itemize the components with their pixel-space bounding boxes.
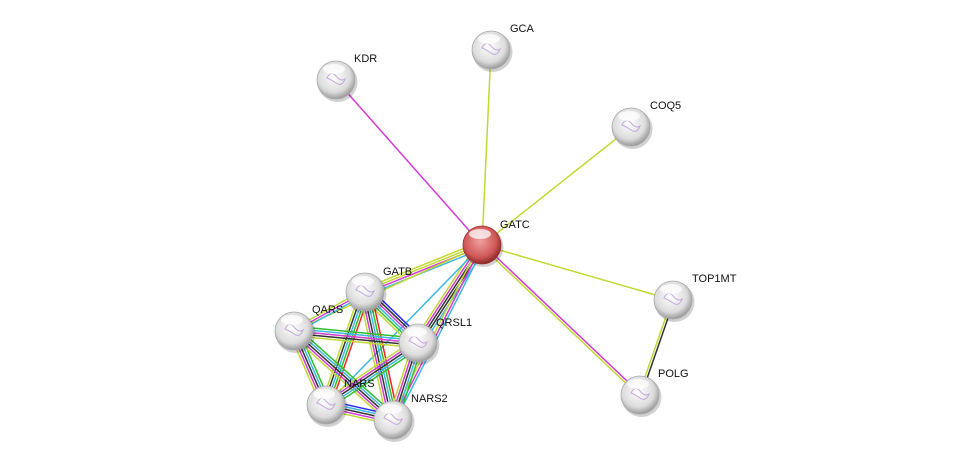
node-gatc[interactable]: GATC (462, 219, 530, 267)
node-highlight (469, 229, 491, 239)
edge-line-experiments (335, 79, 483, 246)
node-label: NARS2 (411, 393, 448, 405)
edge-line-neighborhood (294, 325, 419, 339)
node-highlight (660, 284, 682, 294)
node-nars2[interactable]: NARS2 (373, 393, 448, 442)
node-gca[interactable]: GCA (471, 23, 535, 72)
node-label: QARS (312, 304, 343, 316)
node-highlight (323, 64, 345, 74)
edge-line-experiments (360, 292, 391, 421)
edge-line-coexpression (323, 290, 364, 405)
edge-line-experiments (415, 243, 481, 343)
edge-line-experiments (293, 330, 419, 344)
edge-gatc-gca[interactable] (481, 49, 492, 246)
edge-gatc-coq5[interactable] (481, 126, 632, 246)
edge-gatc-kdr[interactable] (335, 79, 483, 246)
node-label: POLG (658, 368, 689, 380)
edge-gatc-top1mt[interactable] (481, 244, 674, 301)
node-label: GATC (500, 219, 530, 231)
edge-line-textmining (480, 245, 640, 397)
edge-line-experiments (291, 332, 392, 423)
edge-line-textmining (481, 244, 674, 301)
node-highlight (281, 315, 303, 325)
edge-line-coexpression (293, 332, 418, 347)
edge-line-database (325, 291, 366, 406)
node-gatb[interactable]: GATB (345, 266, 412, 314)
edge-line-neighborhood (327, 292, 368, 407)
edge-line-textmining (481, 126, 632, 246)
node-highlight (627, 379, 649, 389)
node-qars[interactable]: QARS (274, 304, 343, 353)
node-label: KDR (354, 53, 377, 65)
node-nars[interactable]: NARS (306, 378, 375, 427)
edge-line-textmining (364, 243, 482, 292)
edge-line-database (365, 291, 395, 420)
edge-gatc-polg[interactable] (480, 243, 642, 397)
node-coq5[interactable]: COQ5 (611, 100, 681, 149)
edge-line-database (295, 328, 396, 419)
node-label: NARS (344, 378, 375, 390)
edge-line-textmining (413, 241, 479, 341)
node-label: COQ5 (650, 100, 681, 112)
node-highlight (352, 276, 374, 286)
edge-line-coexpression (293, 330, 394, 421)
edge-line-coexpression (363, 292, 393, 421)
node-label: GATB (383, 266, 412, 278)
edge-line-textmining (363, 240, 481, 290)
node-qrsl1[interactable]: QRSL1 (398, 317, 472, 365)
node-highlight (405, 327, 427, 337)
edge-gatb-nars2[interactable] (358, 290, 400, 422)
edge-line-fusion (370, 290, 400, 419)
edge-line-experiments (482, 243, 642, 395)
edge-line-textmining (358, 293, 388, 422)
node-kdr[interactable]: KDR (316, 53, 377, 102)
edge-line-textmining (293, 335, 418, 349)
node-polg[interactable]: POLG (620, 368, 689, 417)
node-top1mt[interactable]: TOP1MT (653, 273, 737, 322)
edge-line-textmining (481, 49, 492, 246)
edge-line-neighborhood (367, 291, 398, 420)
edge-line-textmining (320, 290, 362, 404)
edge-qars-qrsl1[interactable] (293, 325, 419, 349)
node-highlight (478, 34, 500, 44)
edge-qars-nars2[interactable] (290, 326, 397, 425)
node-label: QRSL1 (436, 317, 472, 329)
node-highlight (380, 404, 402, 414)
node-highlight (618, 111, 640, 121)
edge-line-database (394, 245, 485, 422)
node-label: GCA (510, 23, 535, 35)
node-label: TOP1MT (692, 273, 737, 285)
edge-line-neighborhood (296, 326, 397, 417)
edge-line-textmining (290, 334, 391, 425)
edge-line-database (294, 327, 419, 342)
node-highlight (313, 389, 335, 399)
